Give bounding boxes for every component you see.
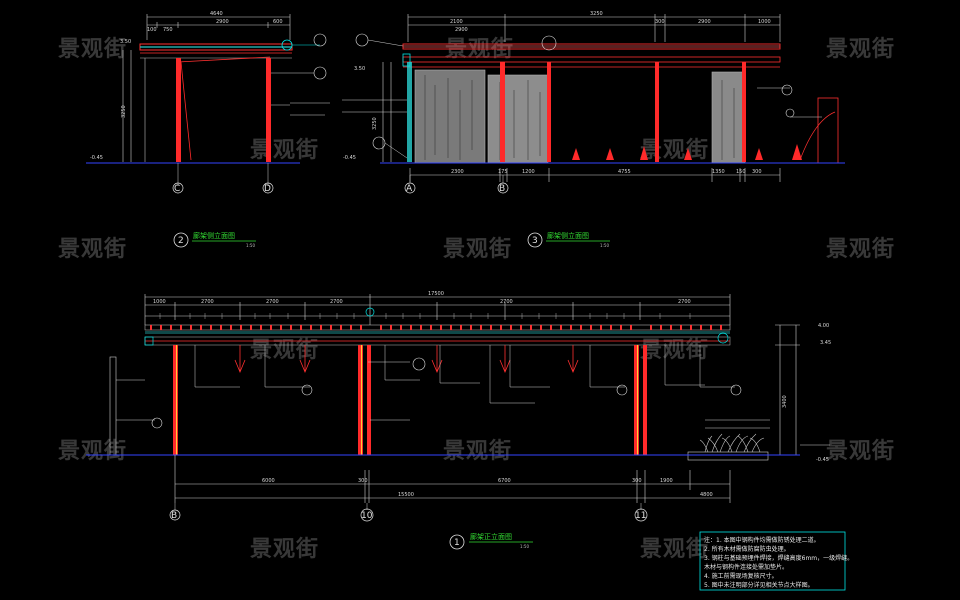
dim-v1-top: 2700 <box>330 299 343 305</box>
dim-v3-bottom: 175 <box>498 169 508 175</box>
dim-v1-bottom: 300 <box>358 478 368 484</box>
dim-v3-bottom: 4755 <box>618 169 631 175</box>
dim-v3-height: 3250 <box>372 117 378 130</box>
dim-v3-bottom: 300 <box>752 169 762 175</box>
dim-v1-total: 17500 <box>428 291 444 297</box>
elev-v1-mid: 3.45 <box>820 340 831 346</box>
watermark: 景观街 <box>58 36 127 62</box>
dim-v2-total: 4640 <box>210 11 223 17</box>
view-number: 2 <box>178 236 184 246</box>
watermark: 景观街 <box>250 137 319 163</box>
watermark: 景观街 <box>58 236 127 262</box>
watermark-layer: 景观街 景观街 景观街 景观街 景观街 景观街 景观街 景观街 景观街 景观街 … <box>58 36 895 562</box>
axis-label-d: D <box>264 184 271 194</box>
view-scale: 1:50 <box>600 243 609 248</box>
view-1-front-elevation: 17500 1000 2700 2700 2700 2700 2700 <box>86 291 831 522</box>
view-title: 廊架正立面图 <box>470 532 512 541</box>
axis-label-b: B <box>171 511 177 521</box>
dim-v1-bottom: 1900 <box>660 478 673 484</box>
note-line: 5. 图中未注明部分详见相关节点大样图。 <box>704 581 814 589</box>
watermark: 景观街 <box>250 536 319 562</box>
elev-v3-top: 3.50 <box>354 66 365 72</box>
notes-box: 注：1. 本图中钢构件均需做防锈处理二道。 2. 所有木材需做防腐防虫处理。 3… <box>699 531 853 591</box>
dim-v1-top: 2700 <box>500 299 513 305</box>
elev-v1-top: 4.00 <box>818 323 829 329</box>
elev-v3-ground: -0.45 <box>343 155 356 161</box>
elev-v2-top: 3.50 <box>120 39 131 45</box>
view-scale: 1:50 <box>520 544 529 549</box>
dim-v2-top: 100 <box>147 27 157 33</box>
dim-v1-bottom-total: 15500 <box>398 492 414 498</box>
dim-v1-bottom: 6000 <box>262 478 275 484</box>
view-number: 1 <box>454 538 460 548</box>
dim-v3-bottom: 2300 <box>451 169 464 175</box>
note-line: 注：1. 本图中钢构件均需做防锈处理二道。 <box>704 536 820 544</box>
axis-label-10: 10 <box>361 511 373 521</box>
axis-label-a: A <box>406 184 413 194</box>
view-number: 3 <box>532 236 538 246</box>
view-title-3: 3 廊架侧立面图 1:50 <box>527 231 610 248</box>
dim-v3-bottom: 1200 <box>522 169 535 175</box>
dim-v1-height: 3400 <box>782 395 788 408</box>
note-line: 3. 钢柱与基础预埋件焊接，焊缝高度6mm，一级焊缝。 <box>704 554 853 562</box>
view-2-side-elevation: 4640 100 750 2900 600 3250 3.50 -0.45 <box>86 11 330 194</box>
view-3-side-elevation: 2100 2900 3250 300 2900 1000 <box>342 11 845 194</box>
note-line: 木材与钢构件连接处需加垫片。 <box>704 563 788 571</box>
dim-v2-height: 3250 <box>121 105 127 118</box>
watermark: 景观街 <box>58 438 127 464</box>
view-title-2: 2 廊架侧立面图 1:50 <box>173 231 256 248</box>
axis-label-11: 11 <box>635 511 646 521</box>
dim-v1-bottom: 300 <box>632 478 642 484</box>
dim-v2-top: 750 <box>163 27 173 33</box>
dim-v1-top: 2700 <box>201 299 214 305</box>
dim-v2-top: 600 <box>273 19 283 25</box>
watermark: 景观街 <box>443 438 512 464</box>
note-line: 4. 施工前需现场复核尺寸。 <box>704 572 778 580</box>
view-title: 廊架侧立面图 <box>547 231 589 240</box>
dim-v3-top: 3250 <box>590 11 603 17</box>
watermark: 景观街 <box>640 137 709 163</box>
view-title: 廊架侧立面图 <box>193 231 235 240</box>
watermark: 景观街 <box>443 236 512 262</box>
view-scale: 1:50 <box>246 243 255 248</box>
dim-v3-bottom: 1350 <box>712 169 725 175</box>
dim-v1-top: 2700 <box>266 299 279 305</box>
watermark: 景观街 <box>826 36 895 62</box>
axis-label-c: C <box>174 184 180 194</box>
watermark: 景观街 <box>640 536 709 562</box>
watermark: 景观街 <box>826 438 895 464</box>
dim-v3-top: 1000 <box>758 19 771 25</box>
dim-v1-top: 1000 <box>153 299 166 305</box>
dim-v3-top: 2900 <box>698 19 711 25</box>
dim-v1-top: 2700 <box>678 299 691 305</box>
dim-v1-bottom: 4800 <box>700 492 713 498</box>
dim-v2-top: 2900 <box>216 19 229 25</box>
note-line: 2. 所有木材需做防腐防虫处理。 <box>704 545 790 553</box>
elev-v1-ground: -0.45 <box>816 457 829 463</box>
dim-v3-bottom: 150 <box>736 169 746 175</box>
dim-v3-top: 2900 <box>455 27 468 33</box>
axis-label-b: B <box>499 184 505 194</box>
watermark: 景观街 <box>826 236 895 262</box>
view-title-1: 1 廊架正立面图 1:50 <box>449 532 533 550</box>
elev-v2-ground: -0.45 <box>90 155 103 161</box>
dim-v3-top: 2100 <box>450 19 463 25</box>
dim-v1-bottom: 6700 <box>498 478 511 484</box>
dim-v3-top: 300 <box>655 19 665 25</box>
